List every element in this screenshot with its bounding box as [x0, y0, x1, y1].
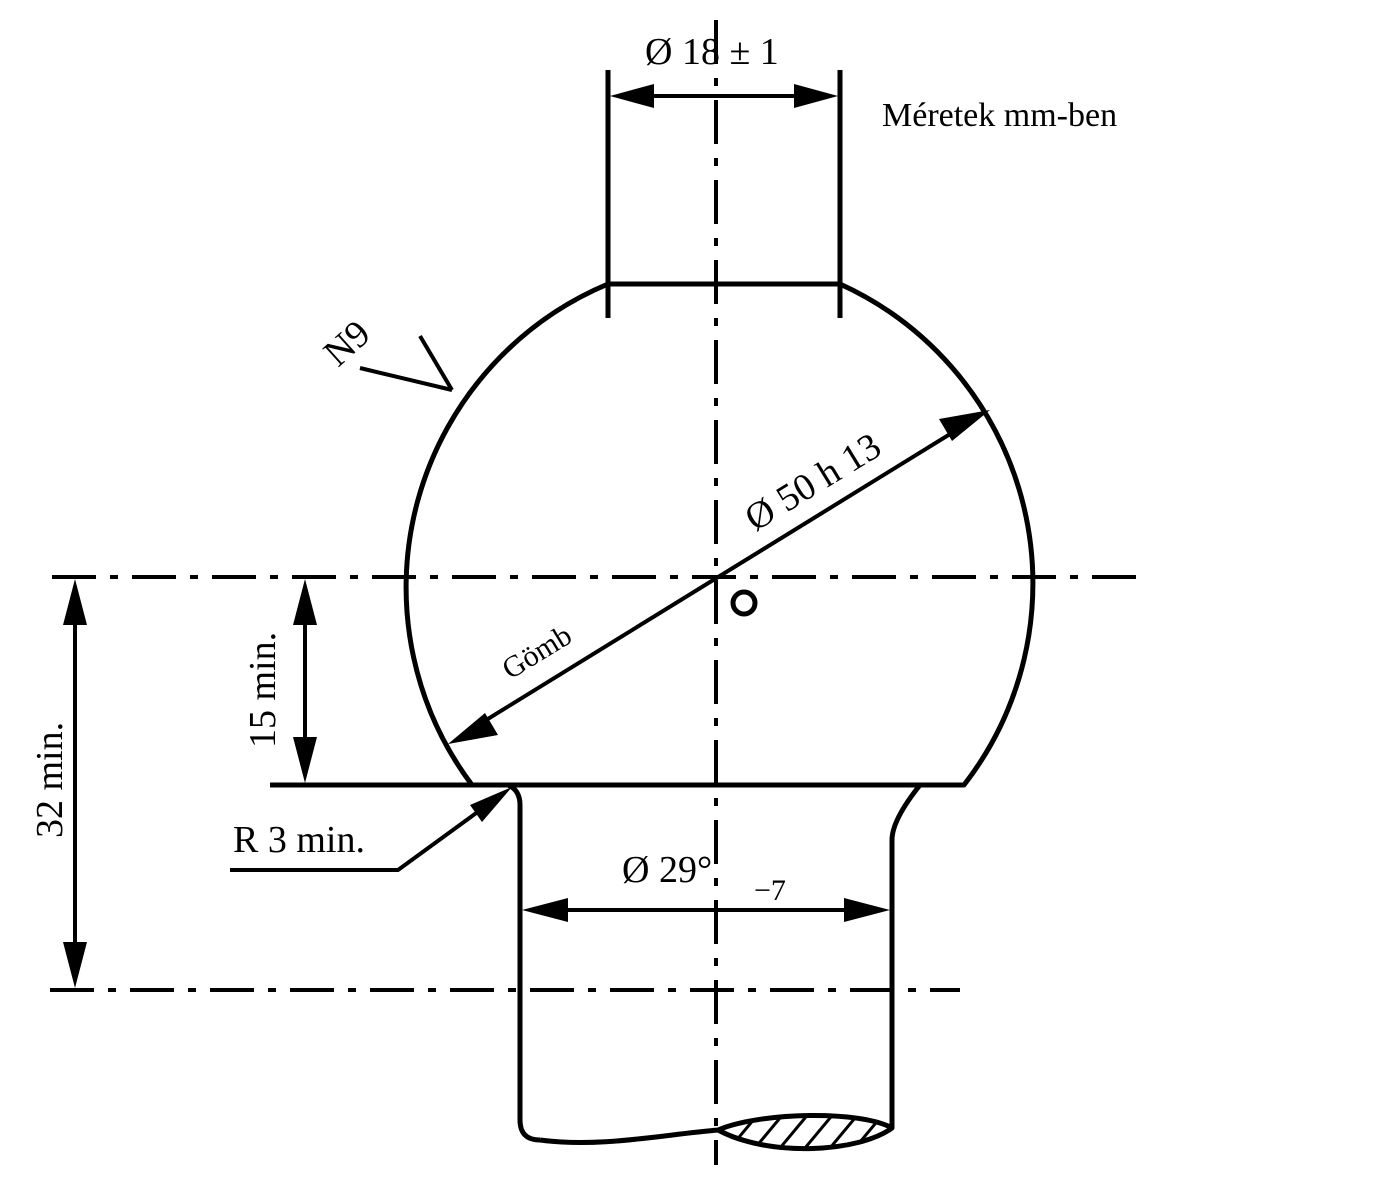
radius-leader-arrow	[470, 787, 512, 822]
ball-diameter-label: Ø 50 h 13	[738, 425, 889, 540]
ball-dimension-arrow-lower	[448, 713, 498, 744]
height-15-label: 15 min.	[242, 632, 284, 748]
center-mark	[730, 589, 758, 617]
shank-section-hatch	[718, 1115, 892, 1149]
height-15-arrow-bottom	[293, 737, 317, 783]
shank-dimension-arrow-left	[522, 898, 568, 922]
units-note: Méretek mm-ben	[882, 97, 1117, 134]
neck-dimension-arrow-left	[610, 84, 654, 108]
surface-finish-label: N9	[316, 312, 379, 374]
radius-label: R 3 min.	[233, 819, 365, 861]
ball-label: Gömb	[496, 619, 577, 686]
ball-dimension-line	[468, 421, 970, 732]
neck-dimension-arrow-right	[794, 84, 838, 108]
height-15-arrow-top	[293, 579, 317, 625]
radius-leader-line	[230, 801, 492, 872]
shank-tolerance-label: −7	[754, 874, 786, 907]
height-32-label: 32 min.	[29, 722, 71, 838]
neck-diameter-label: Ø 18 ± 1	[645, 31, 779, 73]
shank-dimension-arrow-right	[844, 898, 890, 922]
surface-finish-tick	[418, 334, 454, 392]
surface-finish-leader	[359, 366, 453, 392]
height-32-arrow-bottom	[63, 942, 87, 988]
shank-left-edge	[472, 782, 541, 1143]
shank-right-edge	[889, 782, 964, 1128]
ball-dimension-arrow-upper	[939, 410, 990, 441]
height-32-arrow-top	[63, 579, 87, 625]
shank-diameter-label: Ø 29°	[622, 849, 712, 891]
